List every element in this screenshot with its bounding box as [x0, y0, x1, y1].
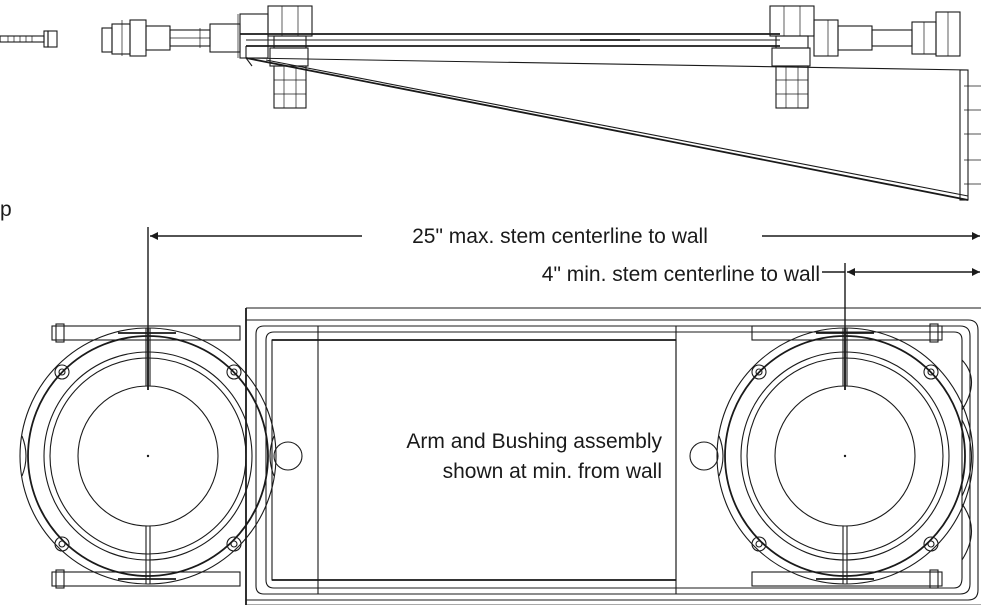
left-clamp-bolt-br: [226, 536, 242, 552]
right-clamp: [716, 323, 974, 589]
callout-line-2: shown at min. from wall: [443, 460, 662, 483]
wall-edge: [961, 359, 973, 561]
side-left-bolt: [267, 5, 313, 109]
right-clamp-bolt-tl: [751, 364, 767, 380]
left-clamp: [19, 323, 277, 589]
side-right-mount: [813, 11, 981, 201]
side-right-bolt: [769, 5, 815, 109]
right-clamp-bolt-br: [923, 536, 939, 552]
side-arm-plate: [240, 33, 969, 201]
left-clamp-bolt-tr: [226, 364, 242, 380]
clipped-label: p: [0, 198, 12, 221]
callout-line-1: Arm and Bushing assembly: [406, 430, 662, 453]
left-clamp-bolt-tl: [54, 364, 70, 380]
side-view: [0, 5, 981, 201]
right-clamp-bolt-tr: [923, 364, 939, 380]
arm-hole-left: [273, 441, 303, 471]
plan-view: Arm and Bushing assembly shown at min. f…: [19, 307, 981, 605]
max-dimension-label: 25" max. stem centerline to wall: [412, 225, 708, 248]
arm-hole-right: [689, 441, 719, 471]
min-dimension-label: 4" min. stem centerline to wall: [542, 263, 820, 286]
arm-body: [245, 307, 981, 605]
left-clamp-bolt-bl: [54, 536, 70, 552]
side-left-clamp: [101, 13, 269, 59]
right-clamp-bolt-bl: [751, 536, 767, 552]
dimension-max: 25" max. stem centerline to wall: [147, 222, 980, 456]
loose-screw: [0, 30, 58, 48]
